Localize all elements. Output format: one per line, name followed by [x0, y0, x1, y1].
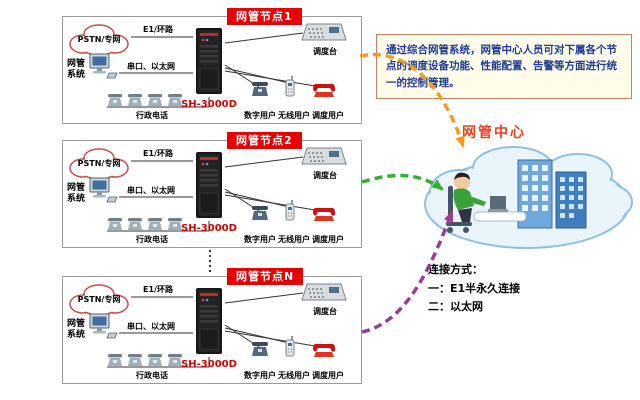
- nms-label: 网管系统: [66, 183, 85, 205]
- nms-label: 网管系统: [66, 319, 85, 341]
- node-title: 网管节点N: [227, 268, 304, 286]
- operator-at-desk-icon: [446, 172, 527, 233]
- dispatch-console-icon: [301, 23, 347, 41]
- serial-ethernet-label: 串口、以太网: [127, 62, 175, 71]
- e1-link-label: E1/环路: [143, 25, 173, 34]
- dispatch-console-label: 调度台: [313, 47, 337, 56]
- desk-phone-icon: [108, 94, 122, 106]
- desk-phone-icon: [128, 218, 142, 230]
- serial-ethernet-label: 串口、以太网: [127, 186, 175, 195]
- desk-phone-icon: [168, 354, 182, 366]
- admin-phone-label: 行政电话: [136, 111, 168, 120]
- desk-phone-icon: [168, 218, 182, 230]
- pstn-cloud-icon: [69, 24, 129, 56]
- desk-phone-icon: [108, 218, 122, 230]
- dispatch-console-icon: [301, 283, 347, 301]
- nms-computer-icon: [89, 313, 118, 339]
- server-tower-icon: [196, 152, 222, 218]
- desk-phone-icon: [128, 354, 142, 366]
- node-1-box: 网管节点1 PSTN/专网 E1/环路 网管系统 串口、以太网: [62, 8, 362, 124]
- node-connector-lines: [107, 32, 322, 108]
- dispatch-user-label: 调度用户: [312, 111, 344, 120]
- server-tower-icon: [196, 288, 222, 354]
- description-box: 通过综合网管系统，网管中心人员可对下属各个节点的调度设备功能、性能配置、告警等方…: [376, 34, 632, 99]
- dispatch-user-label: 调度用户: [312, 235, 344, 244]
- e1-link-label: E1/环路: [143, 285, 173, 294]
- node-title: 网管节点1: [227, 8, 302, 26]
- desk-phone-icon: [168, 94, 182, 106]
- pstn-label: PSTN/专网: [77, 35, 121, 44]
- server-tower-icon: [196, 28, 222, 94]
- digital-user-label: 数字用户: [244, 371, 276, 380]
- wireless-user-label: 无线用户: [278, 235, 310, 244]
- node-n-box: 网管节点N PSTN/专网 E1/环路 网管系统 串口、以太网: [62, 268, 362, 384]
- desk-phone-icon: [148, 94, 162, 106]
- dispatch-user-phone-icon: [313, 343, 335, 357]
- node-title: 网管节点2: [227, 132, 302, 150]
- center-cloud-icon: [424, 146, 633, 249]
- digital-user-phone-icon: [252, 206, 268, 220]
- desk-phone-icon: [128, 94, 142, 106]
- device-model-label: SH-3000D: [181, 99, 237, 110]
- network-center-title: 网管中心: [462, 125, 526, 141]
- digital-user-label: 数字用户: [244, 235, 276, 244]
- device-model-label: SH-3000D: [181, 223, 237, 234]
- wireless-user-handset-icon: [285, 76, 295, 97]
- connection-legend-item-ethernet: 二：以太网: [428, 300, 483, 314]
- admin-phone-label: 行政电话: [136, 235, 168, 244]
- dispatch-user-label: 调度用户: [312, 371, 344, 380]
- dispatch-console-label: 调度台: [313, 171, 337, 180]
- digital-user-phone-icon: [252, 342, 268, 356]
- admin-phone-label: 行政电话: [136, 371, 168, 380]
- e1-link-label: E1/环路: [143, 149, 173, 158]
- digital-user-phone-icon: [252, 82, 268, 96]
- node-connector-lines: [107, 156, 322, 232]
- dispatch-user-phone-icon: [313, 207, 335, 221]
- nms-computer-icon: [89, 53, 118, 79]
- wireless-user-label: 无线用户: [278, 371, 310, 380]
- wireless-user-handset-icon: [285, 200, 295, 221]
- dispatch-console-icon: [301, 147, 347, 165]
- wireless-user-label: 无线用户: [278, 111, 310, 120]
- nms-label: 网管系统: [66, 59, 85, 81]
- pstn-cloud-icon: [69, 148, 129, 180]
- pstn-label: PSTN/专网: [77, 159, 121, 168]
- node-2-box: 网管节点2 PSTN/专网 E1/环路 网管系统 串口、以太网: [62, 132, 362, 248]
- dispatch-user-phone-icon: [313, 83, 335, 97]
- desk-phone-icon: [108, 354, 122, 366]
- serial-ethernet-label: 串口、以太网: [127, 322, 175, 331]
- pstn-cloud-icon: [69, 284, 129, 316]
- connection-legend-heading: 连接方式：: [428, 263, 483, 276]
- pstn-label: PSTN/专网: [77, 295, 121, 304]
- nms-computer-icon: [89, 177, 118, 203]
- dispatch-console-label: 调度台: [313, 307, 337, 316]
- device-model-label: SH-3000D: [181, 359, 237, 370]
- connection-legend-item-e1: 一：E1半永久连接: [428, 281, 521, 295]
- desk-phone-icon: [148, 354, 162, 366]
- wireless-user-handset-icon: [285, 336, 295, 357]
- digital-user-label: 数字用户: [244, 111, 276, 120]
- desk-phone-icon: [148, 218, 162, 230]
- connection-legend: 连接方式： 一：E1半永久连接 二：以太网: [428, 261, 520, 317]
